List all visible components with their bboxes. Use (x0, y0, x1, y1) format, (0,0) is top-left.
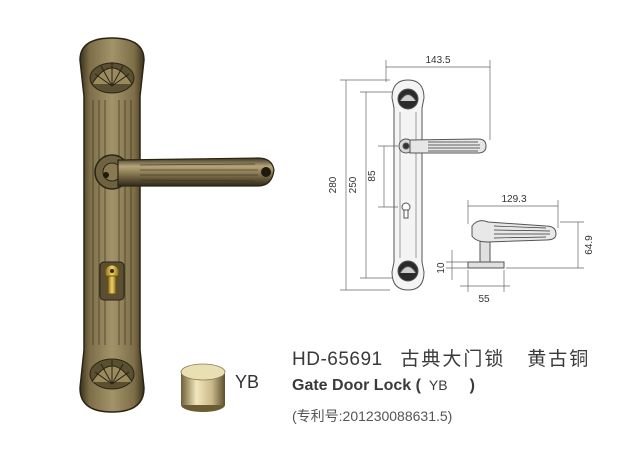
dim-width-total: 143.5 (425, 55, 450, 66)
bottom-shell-ornament (89, 358, 135, 390)
finish-name-cn: 黄古铜 (527, 349, 591, 370)
side-view-drawing (467, 220, 557, 269)
dim-spindle-cylinder: 85 (367, 170, 378, 182)
english-title: Gate Door Lock ( YB) (292, 377, 475, 395)
dim-height-total: 280 (328, 176, 339, 193)
product-name-en: Gate Door Lock ( (292, 377, 421, 394)
product-name-en-close: ) (469, 377, 475, 394)
dim-rose-height: 10 (436, 262, 447, 274)
dim-handle-depth: 64.9 (584, 235, 595, 255)
dimension-labels: 143.5 280 250 85 129.3 64.9 10 55 (328, 55, 595, 305)
dimension-lines (340, 60, 584, 292)
front-view-drawing (391, 79, 487, 291)
finish-code-label: YB (235, 372, 260, 392)
patent-number: (专利号:201230088631.5) (292, 408, 453, 424)
product-name-cn: 古典大门锁 (400, 349, 506, 370)
lever-handle (117, 157, 275, 187)
finish-swatch (180, 363, 226, 412)
key-cylinder (99, 261, 125, 301)
model-title: HD-65691 古典大门锁 黄古铜 (292, 344, 590, 371)
lock-plate-photo (79, 37, 275, 413)
dim-height-plate: 250 (348, 176, 359, 193)
dim-handle-length: 129.3 (501, 194, 526, 205)
model-number: HD-65691 (292, 349, 383, 370)
finish-code-inline: YB (428, 377, 448, 393)
top-shell-ornament (89, 62, 135, 94)
dim-rose-width: 55 (478, 294, 490, 305)
